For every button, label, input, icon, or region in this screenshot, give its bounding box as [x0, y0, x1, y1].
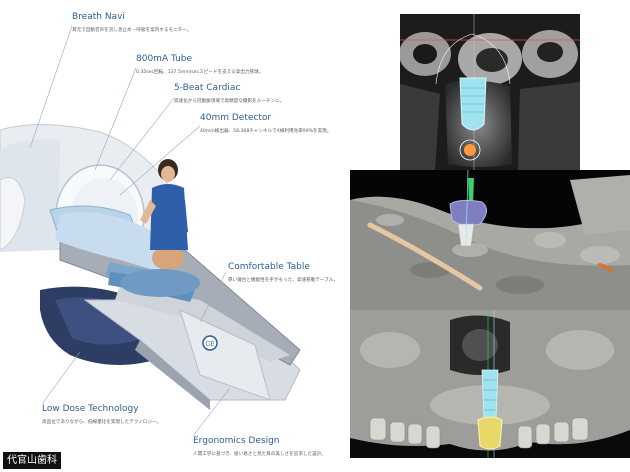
callout-5-beat-cardiac-desc: 高速化から冠動脈領域で高精度な撮影をルーチンに。	[174, 99, 285, 104]
clinic-name-label: 代官山歯科	[3, 452, 61, 469]
ct-scanner-illustration: GE	[0, 123, 301, 410]
ge-logo-icon	[202, 335, 218, 351]
callout-breath-navi-desc: 耳元で自動音声を流し息止め・呼吸を案内するモニター。	[72, 28, 192, 33]
ct-brochure: GE	[0, 12, 338, 469]
ct-cross-section-panel	[400, 14, 580, 170]
callout-low-dose-desc: 高品位でありながら、低線量化を実現したテクノロジー。	[42, 420, 162, 425]
3d-maxilla-render-panel	[350, 310, 630, 458]
callout-breath-navi-title: Breath Navi	[72, 12, 125, 22]
callout-5-beat-cardiac-title: 5-Beat Cardiac	[174, 83, 241, 93]
callout-40mm-detector-title: 40mm Detector	[200, 113, 272, 123]
callout-comfortable-table-title: Comfortable Table	[228, 262, 310, 272]
3d-jaw-render-panel	[350, 170, 630, 310]
callout-leader-lines	[29, 25, 231, 437]
callout-ergonomics-title: Ergonomics Design	[193, 436, 280, 446]
callout-comfortable-table-desc: 厚い寝台と機能性を手がもった、高速移動テーブル。	[228, 278, 338, 283]
callout-low-dose-title: Low Dose Technology	[42, 404, 139, 414]
svg-text:GE: GE	[205, 341, 214, 348]
callout-ergonomics-desc: 人間工学に基づき、扱い易さと見た目の美しさを追求した設計。	[193, 452, 326, 457]
callout-800ma-tube-desc: 0.35sec回転、137.5mm/secスピードを支える高出力管球。	[136, 70, 264, 75]
callout-40mm-detector-desc: 40mm検出器、58,368チャンネルでX線利用効率99%を実現。	[200, 129, 332, 134]
callout-800ma-tube-title: 800mA Tube	[136, 54, 193, 64]
